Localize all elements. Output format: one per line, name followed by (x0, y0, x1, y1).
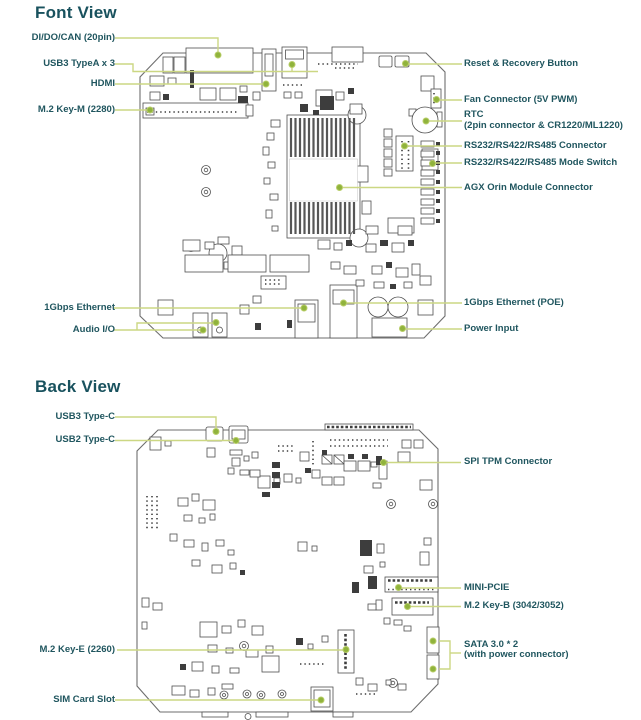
back-pin-rows (146, 439, 434, 695)
agx-module-label-area (289, 158, 358, 202)
label-sata-line2: (with power connector) (464, 649, 569, 660)
label-1gbps-ethernet: 1Gbps Ethernet (44, 301, 115, 313)
label-rs232-connector: RS232/RS422/RS485 Connector (464, 139, 607, 151)
front-board (114, 37, 462, 339)
label-power-input: Power Input (464, 322, 519, 334)
label-usb3-typea: USB3 TypeA x 3 (43, 57, 115, 69)
label-m2-key-m: M.2 Key-M (2280) (37, 103, 115, 115)
label-usb3-type-c: USB3 Type-C (55, 410, 115, 422)
back-board-chips (180, 450, 382, 670)
audio-jack (211, 312, 228, 338)
label-rtc: RTC (2pin connector & CR1220/ML1220) (464, 109, 623, 131)
label-rs232-mode-switch: RS232/RS422/RS485 Mode Switch (464, 156, 618, 168)
transistor-marks (321, 454, 345, 465)
capacitor (367, 296, 389, 318)
back-board (115, 416, 461, 720)
capacitor (387, 296, 409, 318)
label-rtc-line2: (2pin connector & CR1220/ML1220) (464, 119, 623, 131)
label-audio-io: Audio I/O (72, 323, 115, 335)
label-spi-tpm: SPI TPM Connector (464, 456, 553, 467)
label-sata-line1: SATA 3.0 * 2 (464, 638, 519, 650)
rs232-header (395, 135, 414, 172)
front-view-title: Font View (35, 3, 117, 22)
back-connector-teeth (327, 425, 434, 669)
front-callouts (114, 37, 462, 334)
label-agx-orin: AGX Orin Module Connector (464, 181, 593, 193)
label-di-do-can: DI/DO/CAN (20pin) (31, 31, 115, 43)
callout-dots (212, 428, 437, 704)
callout-dots (146, 51, 440, 334)
label-usb2-type-c: USB2 Type-C (55, 434, 115, 445)
back-view-title: Back View (35, 377, 121, 396)
agx-module-fins (289, 118, 356, 234)
callout-lines (114, 37, 462, 331)
back-callouts (115, 416, 461, 704)
label-reset-recovery: Reset & Recovery Button (464, 57, 579, 69)
label-sata: SATA 3.0 * 2 (with power connector) (464, 638, 569, 661)
callout-lines (115, 416, 461, 701)
power-input-connector (371, 317, 408, 338)
label-mini-pcie: MINI-PCIE (464, 582, 510, 593)
di-do-can-connector (185, 47, 254, 74)
label-fan-connector: Fan Connector (5V PWM) (464, 93, 578, 105)
m2-key-m-slot (142, 102, 249, 119)
label-rtc-line1: RTC (464, 109, 484, 120)
label-1gbps-ethernet-poe: 1Gbps Ethernet (POE) (464, 296, 564, 308)
label-m2-key-b: M.2 Key-B (3042/3052) (464, 600, 564, 611)
label-sim-card-slot: SIM Card Slot (53, 693, 115, 705)
label-m2-key-e: M.2 Key-E (2260) (39, 643, 115, 655)
reset-button (378, 55, 393, 68)
label-hdmi: HDMI (90, 77, 115, 89)
